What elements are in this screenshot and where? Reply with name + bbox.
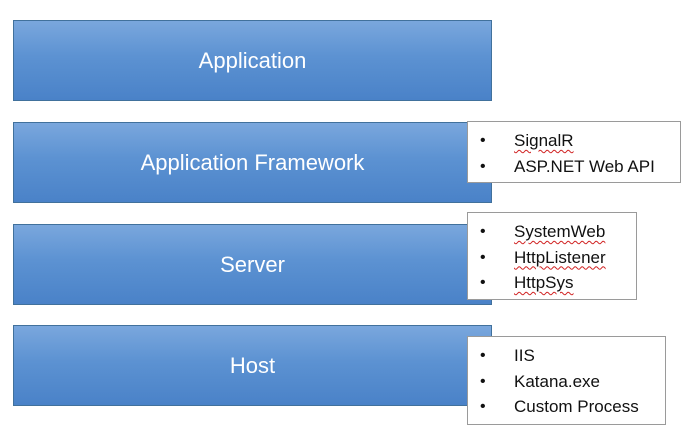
list-item: Custom Process [478,394,651,420]
list-item-text: HttpListener [514,247,606,267]
layer-application-framework: Application Framework [13,122,492,203]
list-item: HttpListener [478,245,622,271]
list-item-text: ASP.NET Web API [514,156,655,176]
server-callout: SystemWeb HttpListener HttpSys [467,212,637,300]
framework-callout: SignalR ASP.NET Web API [467,121,681,183]
list-item: SystemWeb [478,219,622,245]
list-item: SignalR [478,128,666,154]
host-list: IIS Katana.exe Custom Process [478,343,651,420]
framework-list: SignalR ASP.NET Web API [478,128,666,179]
layer-label: Host [229,352,276,378]
layer-application: Application [13,20,492,101]
layer-host: Host [13,325,492,406]
list-item-text: SystemWeb [514,222,606,241]
layer-label: Application Framework [140,149,365,175]
server-list: SystemWeb HttpListener HttpSys [478,219,622,296]
list-item-text: HttpSys [514,273,574,292]
host-callout: IIS Katana.exe Custom Process [467,336,666,425]
list-item: ASP.NET Web API [478,154,666,180]
layer-label: Server [220,251,285,277]
list-item-text: Katana.exe [514,371,601,391]
list-item-text: IIS [514,346,535,365]
layer-label: Application [198,47,307,73]
list-item: HttpSys [478,270,622,296]
list-item: IIS [478,343,651,369]
list-item-text: Custom Process [514,397,639,416]
layer-server: Server [13,224,492,305]
list-item-text: SignalR [514,131,574,150]
list-item: Katana.exe [478,369,651,395]
